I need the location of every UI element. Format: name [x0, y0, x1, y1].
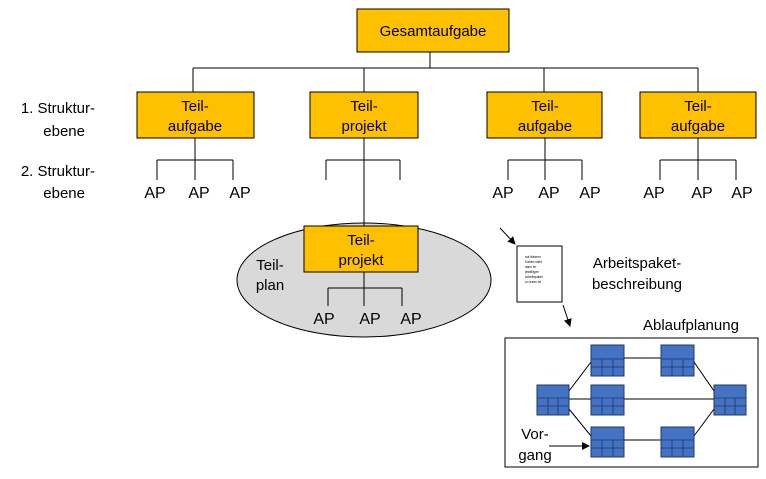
subplan-box-line2: projekt — [338, 252, 384, 269]
scheduling-title: Ablaufplanung — [643, 317, 739, 334]
subplan-box — [303, 225, 419, 273]
subplan-box-line1: Teil- — [347, 232, 375, 249]
doc-line: dann im — [525, 265, 537, 269]
subplan-label-line2: plan — [256, 277, 284, 294]
root-connectors — [192, 52, 699, 92]
network-node — [660, 344, 695, 377]
scheduling: Ablaufplanung — [504, 317, 759, 468]
level1-box-teilprojekt: Teil- projekt — [309, 91, 419, 139]
ap-label: AP — [144, 185, 165, 202]
level1-line2: ebene — [43, 123, 85, 140]
arrow-to-schedule — [562, 304, 572, 327]
network-node — [536, 384, 570, 416]
ap-label: AP — [731, 185, 752, 202]
activity-label-line1: Vor- — [521, 426, 549, 443]
level-label-1: 1. Struktur- ebene — [21, 100, 95, 140]
box-line1: Teil- — [350, 98, 378, 115]
ap-label: AP — [400, 311, 421, 328]
doc-line: zu lesen ist — [525, 280, 541, 284]
doc-line: Karten steht — [525, 260, 542, 264]
level2-connectors — [156, 138, 737, 226]
box-line1: Teil- — [684, 98, 712, 115]
ap-label: AP — [229, 185, 250, 202]
network-node — [660, 426, 695, 458]
network-node — [590, 426, 625, 458]
subplan-label-line1: Teil- — [256, 257, 284, 274]
ap-label: AP — [691, 185, 712, 202]
ap-label: AP — [188, 185, 209, 202]
level2-line1: 2. Struktur- — [21, 163, 95, 180]
box-line2: aufgabe — [518, 118, 572, 135]
ap-group-1: AP AP AP — [144, 185, 250, 202]
description-label-line1: Arbeitspaket- — [593, 255, 681, 272]
box-line1: Teil- — [531, 98, 559, 115]
box-line2: projekt — [341, 118, 387, 135]
box-line1: Teil- — [181, 98, 209, 115]
document-icon — [516, 245, 563, 303]
level1-box-teilaufgabe-1: Teil- aufgabe — [136, 91, 255, 139]
ap-label: AP — [579, 185, 600, 202]
doc-line: jeweiligen — [524, 270, 539, 274]
subplan-ellipse: Teil- plan Teil- projekt AP AP AP — [236, 138, 492, 338]
level2-line2: ebene — [43, 185, 85, 202]
network-node — [713, 384, 747, 416]
level1-box-teilaufgabe-2: Teil- aufgabe — [486, 91, 603, 139]
ap-group-3: AP AP AP — [492, 185, 600, 202]
level-label-2: 2. Struktur- ebene — [21, 163, 95, 202]
ap-label: AP — [492, 185, 513, 202]
ap-label: AP — [359, 311, 380, 328]
level1-box-teilaufgabe-3: Teil- aufgabe — [639, 91, 757, 139]
root-box: Gesamtaufgabe — [356, 8, 510, 53]
box-line2: aufgabe — [168, 118, 222, 135]
root-label: Gesamtaufgabe — [380, 23, 487, 40]
doc-line: auf diesem — [525, 255, 541, 259]
network-edges — [568, 357, 715, 441]
network-node — [590, 344, 625, 377]
document-text: auf diesem Karten steht dann im jeweilig… — [524, 255, 543, 284]
ap-group-4: AP AP AP — [643, 185, 752, 202]
network-node — [590, 384, 625, 416]
work-package-description: auf diesem Karten steht dann im jeweilig… — [499, 227, 682, 327]
description-label-line2: beschreibung — [592, 276, 682, 293]
ap-label: AP — [643, 185, 664, 202]
activity-label-line2: gang — [518, 447, 551, 464]
ap-label: AP — [538, 185, 559, 202]
doc-line: Arbeitspaket — [525, 275, 543, 279]
box-line2: aufgabe — [671, 118, 725, 135]
arrow-to-document — [499, 227, 516, 245]
ap-label: AP — [313, 311, 334, 328]
level1-line1: 1. Struktur- — [21, 100, 95, 117]
